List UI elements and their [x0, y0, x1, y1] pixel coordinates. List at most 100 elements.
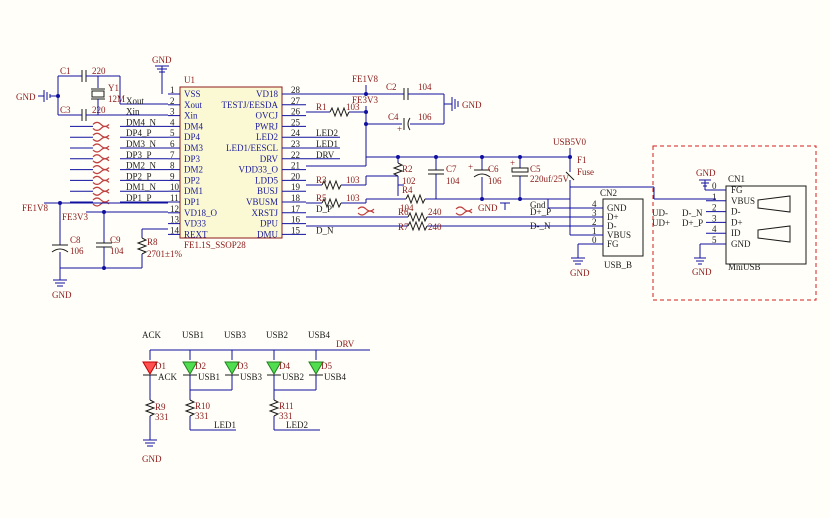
middle-section: R2 102 R3 103 R4 104 R5 103 C7 104 [306, 137, 594, 278]
net-label: D_P [316, 204, 332, 214]
ic-right-pins: 28VD1827TESTJ/EESDA26OVCJ25PWRJ24LED223L… [221, 85, 306, 239]
svg-text:GND: GND [152, 55, 172, 65]
svg-text:Gnd: Gnd [530, 200, 546, 210]
svg-text:240: 240 [428, 222, 442, 232]
led-diode-icon [224, 361, 240, 375]
ic-pin-name: TESTJ/EESDA [221, 100, 278, 110]
svg-text:VBUS: VBUS [607, 230, 631, 240]
ic-pin-name: LDD5 [255, 175, 278, 185]
svg-text:D2: D2 [195, 361, 206, 371]
svg-text:C1: C1 [60, 66, 71, 76]
svg-text:3: 3 [592, 208, 597, 218]
svg-text:220: 220 [92, 66, 106, 76]
svg-text:D+: D+ [607, 212, 619, 222]
svg-text:102: 102 [402, 176, 416, 186]
net-label: LED1 [316, 139, 338, 149]
svg-text:2: 2 [592, 217, 597, 227]
svg-text:GND: GND [731, 239, 751, 249]
svg-text:USB5V0: USB5V0 [553, 137, 587, 147]
svg-text:331: 331 [279, 411, 293, 421]
svg-text:FE1V8: FE1V8 [22, 203, 49, 213]
ic-pin-name: VD18_O [184, 208, 217, 218]
ic-pin-name: PWRJ [255, 121, 279, 131]
svg-text:R3: R3 [316, 175, 327, 185]
ic-pin-name: VD18 [256, 89, 278, 99]
svg-text:0: 0 [712, 181, 717, 191]
svg-text:106: 106 [488, 176, 502, 186]
ic-pin-name: Xin [184, 111, 198, 121]
net-label: DM1_N [126, 182, 157, 192]
ic-pin-number: 6 [170, 139, 175, 149]
ic-pin-number: 8 [170, 161, 175, 171]
svg-text:CN2: CN2 [600, 188, 617, 198]
svg-text:C2: C2 [386, 82, 397, 92]
ic-u1-part: FE1.1S_SSOP28 [184, 240, 246, 250]
ferrite-bead-icon [92, 154, 110, 164]
ic-pin-number: 7 [170, 150, 175, 160]
svg-text:4: 4 [592, 199, 597, 209]
net-label: DM3_N [126, 139, 157, 149]
ic-pin-number: 9 [170, 171, 175, 181]
led-top-label: USB1 [182, 330, 204, 340]
ic-pin-name: DM4 [184, 121, 204, 131]
svg-text:GND: GND [607, 203, 627, 213]
svg-text:UD-: UD- [652, 208, 668, 218]
ic-pin-name: DM2 [184, 165, 203, 175]
svg-text:D3: D3 [237, 361, 248, 371]
ic-u1-body [179, 86, 283, 239]
ferrite-bead-icon [92, 143, 110, 153]
ic-pin-number: 1 [170, 85, 175, 95]
ic-pin-number: 15 [291, 225, 301, 235]
net-label: DM2_N [126, 161, 157, 171]
svg-text:R5: R5 [316, 193, 327, 203]
net-label: DP2_P [126, 171, 152, 181]
ic-pin-number: 24 [291, 128, 301, 138]
ic-pin-number: 28 [291, 85, 301, 95]
svg-text:USB3: USB3 [240, 372, 263, 382]
svg-text:5: 5 [712, 235, 717, 245]
svg-text:1: 1 [592, 226, 597, 236]
left-net-labels: XoutXinDM4_NDP4_PDM3_NDP3_PDM2_NDP2_PDM1… [70, 96, 168, 207]
svg-text:FE3V3: FE3V3 [62, 212, 89, 222]
svg-text:Fuse: Fuse [577, 167, 594, 177]
net-label: DM4_N [126, 117, 157, 127]
svg-text:D4: D4 [279, 361, 290, 371]
ic-pin-name: DP4 [184, 132, 201, 142]
svg-text:D-: D- [607, 221, 617, 231]
svg-text:+: + [397, 124, 402, 134]
svg-text:R4: R4 [402, 185, 413, 195]
svg-text:104: 104 [446, 176, 460, 186]
ic-pin-number: 25 [291, 117, 301, 127]
svg-text:C8: C8 [70, 235, 81, 245]
svg-text:C7: C7 [446, 164, 457, 174]
ic-pin-number: 27 [291, 96, 301, 106]
svg-text:+: + [468, 162, 473, 172]
ic-pin-number: 20 [291, 171, 301, 181]
ic-pin-number: 3 [170, 107, 175, 117]
ic-pin-name: DRV [260, 154, 279, 164]
svg-text:R7: R7 [398, 222, 409, 232]
svg-text:R9: R9 [155, 402, 166, 412]
svg-text:C6: C6 [488, 164, 499, 174]
ferrite-bead-icon [92, 186, 110, 196]
svg-text:4: 4 [712, 224, 717, 234]
led-diode-icon [266, 361, 282, 375]
svg-text:104: 104 [110, 246, 124, 256]
ic-pin-name: OVCJ [255, 111, 278, 121]
net-label: DP4_P [126, 128, 152, 138]
ic-pin-number: 4 [170, 117, 175, 127]
svg-text:220uf/25V: 220uf/25V [530, 174, 569, 184]
svg-text:106: 106 [418, 112, 432, 122]
ic-pin-name: DP2 [184, 175, 200, 185]
ic-pin-number: 21 [291, 161, 300, 171]
ferrite-bead-icon [92, 197, 110, 207]
svg-text:C4: C4 [388, 112, 399, 122]
svg-text:GND: GND [692, 267, 712, 277]
svg-text:DRV: DRV [336, 339, 355, 349]
svg-text:+: + [510, 158, 515, 168]
ic-pin-name: REXT [184, 229, 208, 239]
svg-text:1: 1 [712, 192, 717, 202]
